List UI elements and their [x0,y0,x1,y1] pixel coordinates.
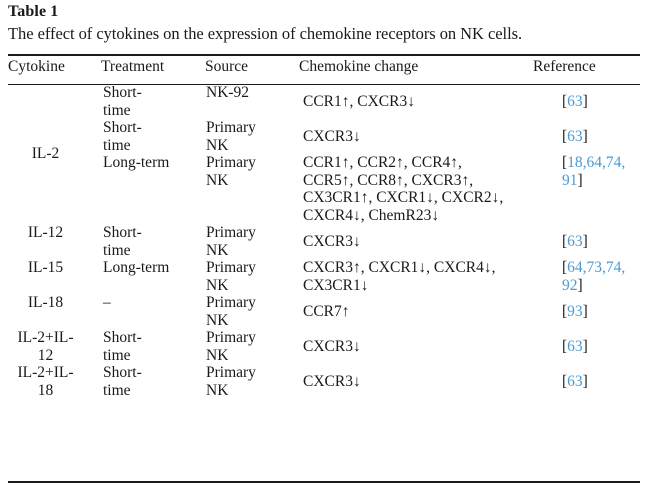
cell-reference: [18,64,74, 91] [533,154,640,224]
cell-source: Primary NK [206,259,256,294]
cell-source: Primary NK [206,119,256,154]
bracket-open: [ [562,92,568,110]
cell-cytokine: IL-2 [31,145,60,163]
column-header-chemokine-change: Chemokine change [299,58,419,75]
cell-treatment: Short- time [103,224,142,259]
table-row: IL-2 Short- time NK-92 CCR1↑, CXCR3↓ [63… [8,84,640,162]
cell-cytokine: IL-18 [27,294,64,311]
bracket-open: [ [562,372,568,390]
table-body: IL-2 Short- time NK-92 CCR1↑, CXCR3↓ [63… [8,84,640,399]
cell-reference: [63] [533,224,640,259]
reference-link[interactable]: 63 [567,127,583,145]
bracket-close: ] [582,92,588,110]
column-header-cytokine: Cytokine [8,58,65,75]
cell-chemokine-change: CCR1↑, CXCR3↓ [303,92,415,110]
table-header-row: Cytokine Treatment Source Chemokine chan… [8,58,640,84]
cell-reference: [63] [533,119,640,154]
table-row: IL-12 Short- time Primary NK CXCR3↓ [63] [8,224,640,259]
bracket-close: ] [582,302,588,320]
table-top-rule [8,54,640,56]
table-row: Long-term Primary NK CCR1↑, CCR2↑, CCR4↑… [8,154,640,224]
cell-treatment: Short- time [103,84,142,119]
cell-cytokine: IL-2+IL- 18 [17,364,74,399]
bracket-close: ] [582,232,588,250]
cell-cytokine: IL-15 [27,259,64,276]
table-row: IL-18 – Primary NK CCR7↑ [93] [8,294,640,329]
cell-treatment: Long-term [103,154,170,171]
cell-reference: [63] [533,329,640,364]
bracket-close: ] [582,337,588,355]
table-bottom-rule [8,481,640,483]
cell-source: Primary NK [206,329,256,364]
cell-source: Primary NK [206,224,256,259]
column-header-source: Source [205,58,249,75]
reference-link[interactable]: 63 [567,372,583,390]
cell-chemokine-change: CXCR3↑, CXCR1↓, CXCR4↓, CX3CR1↓ [303,259,496,294]
cell-treatment: Long-term [103,259,170,276]
cell-chemokine-change: CCR1↑, CCR2↑, CCR4↑, CCR5↑, CCR8↑, CXCR3… [303,154,504,224]
cell-cytokine: IL-2+IL- 12 [17,329,74,364]
cell-chemokine-change: CCR7↑ [303,302,350,320]
cell-reference: [63] [533,84,640,119]
bracket-open: [ [562,302,568,320]
cell-reference: [63] [533,364,640,399]
bracket-close: ] [582,372,588,390]
column-header-treatment: Treatment [101,58,165,75]
column-header-reference: Reference [533,58,596,75]
table-row: IL-2+IL- 18 Short- time Primary NK CXCR3… [8,364,640,399]
bracket-open: [ [562,337,568,355]
bracket-open: [ [562,154,568,171]
cell-chemokine-change: CXCR3↓ [303,337,361,355]
cell-cytokine: IL-12 [27,224,64,241]
cell-source: Primary NK [206,364,256,399]
reference-link[interactable]: 63 [567,232,583,250]
reference-link[interactable]: 63 [567,92,583,110]
reference-link[interactable]: 63 [567,337,583,355]
bracket-close: ] [577,276,583,294]
cell-treatment: – [103,294,111,311]
bracket-open: [ [562,232,568,250]
table-caption: The effect of cytokines on the expressio… [8,24,523,43]
bracket-open: [ [562,127,568,145]
cell-chemokine-change: CXCR3↓ [303,127,361,145]
table-row: IL-2+IL- 12 Short- time Primary NK CXCR3… [8,329,640,364]
cell-treatment: Short- time [103,119,142,154]
cell-treatment: Short- time [103,329,142,364]
cell-source: Primary NK [206,294,256,329]
table-row: Short- time Primary NK CXCR3↓ [63] [8,119,640,154]
table-header: Cytokine Treatment Source Chemokine chan… [8,58,640,84]
bracket-close: ] [577,171,583,189]
reference-link[interactable]: 64,73,74, 92 [562,259,626,294]
cell-treatment: Short- time [103,364,142,399]
cytokine-chemokine-table: Cytokine Treatment Source Chemokine chan… [8,58,640,399]
cell-reference: [93] [533,294,640,329]
cell-chemokine-change: CXCR3↓ [303,232,361,250]
table-row: IL-15 Long-term Primary NK CXCR3↑, CXCR1… [8,259,640,294]
cell-reference: [64,73,74, 92] [533,259,640,294]
reference-link[interactable]: 18,64,74, 91 [562,154,626,189]
cell-source: Primary NK [206,154,256,189]
bracket-close: ] [582,127,588,145]
bracket-open: [ [562,259,568,276]
table-number-label: Table 1 [8,3,59,20]
reference-link[interactable]: 93 [567,302,583,320]
table-header-rule [8,84,640,86]
cell-source: NK-92 [206,84,250,101]
cell-chemokine-change: CXCR3↓ [303,372,361,390]
